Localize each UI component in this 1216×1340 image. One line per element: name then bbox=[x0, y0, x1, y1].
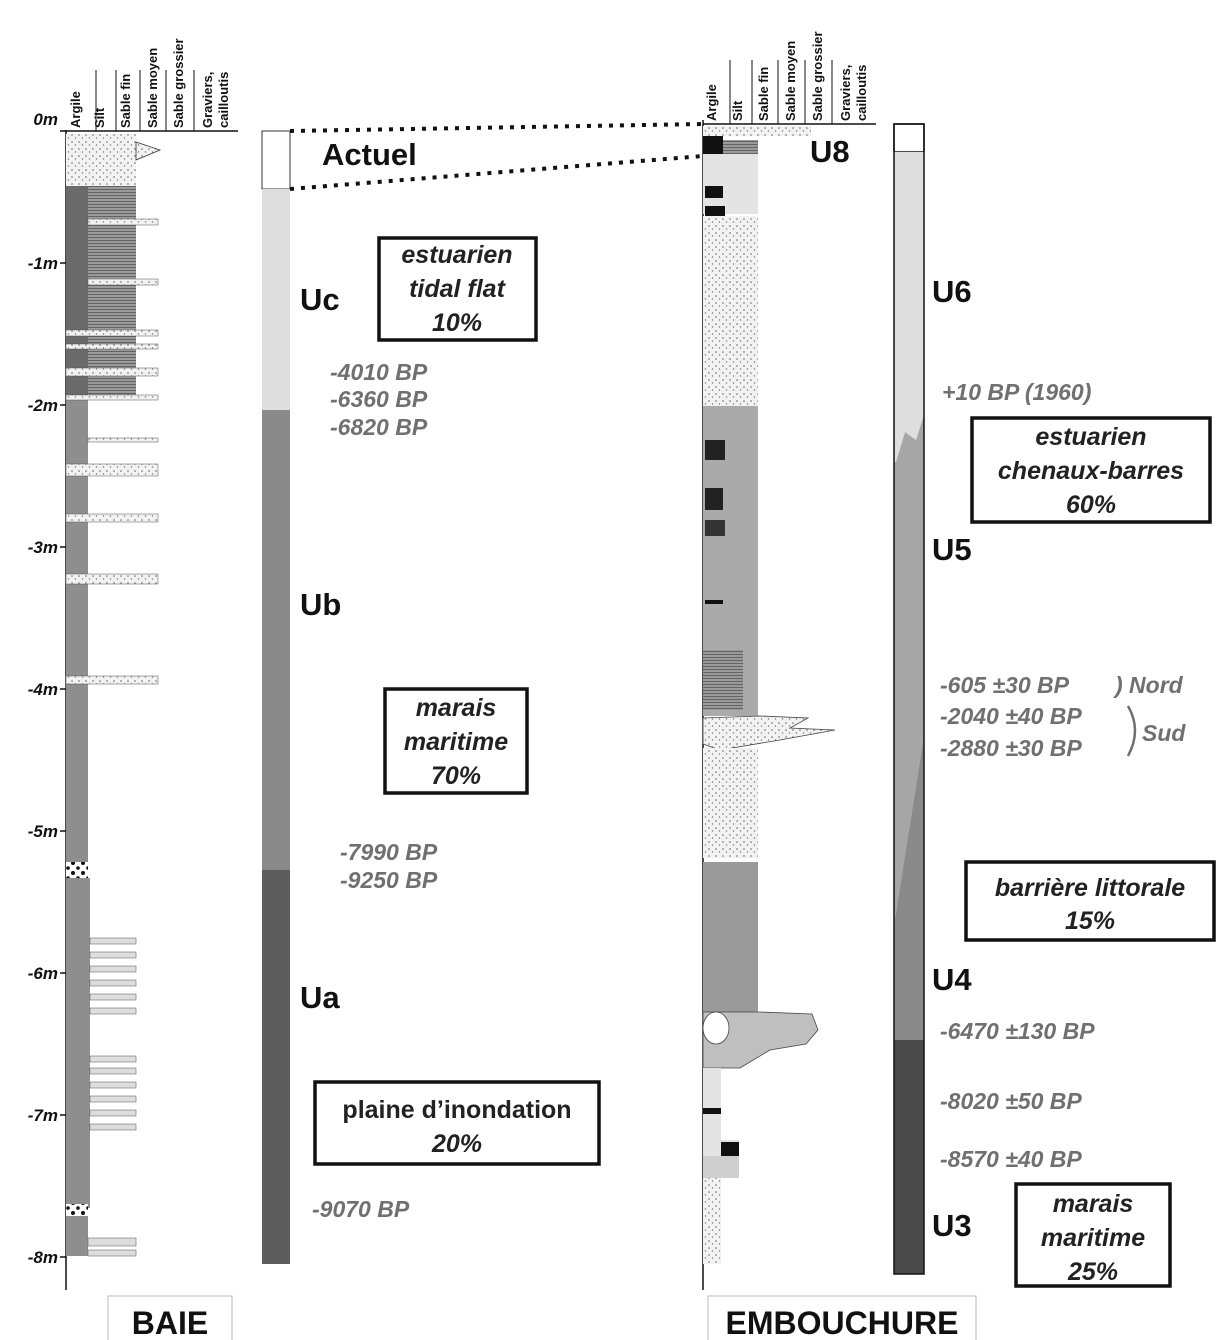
age-u5-3: -2880 ±30 BP bbox=[940, 735, 1082, 761]
env-box-marais-maritime-embouchure: marais maritime 25% bbox=[1014, 1182, 1172, 1288]
embouchure-site-label: EMBOUCHURE bbox=[707, 1295, 977, 1340]
depth-label-4: -4m bbox=[28, 680, 58, 699]
baie-grain-size-header: Argile Silt Sable fin Sable moyen Sable … bbox=[68, 38, 231, 131]
embouchure-unit-column bbox=[893, 123, 925, 1275]
gs-cailloutis-e: cailloutis bbox=[854, 65, 869, 121]
age-u5-1: -605 ±30 BP bbox=[940, 672, 1070, 698]
depth-label-0: 0m bbox=[33, 110, 58, 129]
age-u3-3: -8570 ±40 BP bbox=[940, 1146, 1082, 1172]
unit-label-ua: Ua bbox=[300, 980, 340, 1015]
bracket-sud: Sud bbox=[1142, 720, 1186, 746]
baie-depth-axis: 0m -1m -2m -3m -4m -5m -6m -7m -8m bbox=[28, 110, 238, 1290]
svg-text:estuarien: estuarien bbox=[401, 241, 512, 269]
svg-text:70%: 70% bbox=[431, 762, 481, 790]
depth-label-8: -8m bbox=[28, 1248, 58, 1267]
gs-argile: Argile bbox=[68, 91, 83, 128]
age-u3-2: -8020 ±50 BP bbox=[940, 1088, 1082, 1114]
age-uc-2: -6360 BP bbox=[330, 386, 428, 412]
svg-text:estuarien: estuarien bbox=[1035, 423, 1146, 451]
svg-text:20%: 20% bbox=[431, 1130, 482, 1158]
svg-text:barrière littorale: barrière littorale bbox=[995, 874, 1185, 902]
svg-text:maritime: maritime bbox=[404, 728, 508, 756]
env-box-estuarien-tidal-flat: estuarien tidal flat 10% bbox=[377, 236, 538, 342]
gs-sable-moyen-e: Sable moyen bbox=[783, 41, 798, 121]
bracket-sud-brace bbox=[1126, 705, 1137, 757]
svg-text:chenaux-barres: chenaux-barres bbox=[998, 457, 1184, 485]
depth-label-2: -2m bbox=[28, 396, 58, 415]
age-ub-2: -9250 BP bbox=[340, 867, 438, 893]
svg-text:15%: 15% bbox=[1065, 907, 1115, 935]
age-u5-2: -2040 ±40 BP bbox=[940, 703, 1082, 729]
unit-label-u8: U8 bbox=[810, 134, 850, 169]
gs-graviers: Graviers, bbox=[200, 72, 215, 128]
age-uc-3: -6820 BP bbox=[330, 414, 428, 440]
gs-silt: Silt bbox=[92, 107, 107, 128]
age-ub-1: -7990 BP bbox=[340, 839, 438, 865]
env-box-barriere-littorale: barrière littorale 15% bbox=[964, 860, 1216, 942]
actuel-label: Actuel bbox=[322, 137, 417, 172]
depth-label-5: -5m bbox=[28, 822, 58, 841]
unit-label-u5: U5 bbox=[932, 532, 972, 567]
svg-text:tidal flat: tidal flat bbox=[409, 275, 507, 303]
env-box-estuarien-chenaux-barres: estuarien chenaux-barres 60% bbox=[970, 416, 1212, 524]
age-u3-1: -6470 ±130 BP bbox=[940, 1018, 1095, 1044]
age-ua-1: -9070 BP bbox=[312, 1196, 410, 1222]
baie-site-label: BAIE bbox=[107, 1295, 233, 1340]
depth-label-6: -6m bbox=[28, 964, 58, 983]
age-uc-1: -4010 BP bbox=[330, 359, 428, 385]
gs-graviers-e: Graviers, bbox=[838, 65, 853, 121]
depth-label-1: -1m bbox=[28, 254, 58, 273]
baie-lithology-log bbox=[65, 134, 162, 1257]
bracket-nord: ) Nord bbox=[1112, 672, 1184, 698]
age-u6: +10 BP (1960) bbox=[942, 379, 1091, 405]
svg-text:marais: marais bbox=[1053, 1190, 1134, 1218]
embouchure-grain-size-header: Argile Silt Sable fin Sable moyen Sable … bbox=[704, 31, 869, 124]
unit-label-uc: Uc bbox=[300, 282, 340, 317]
depth-label-7: -7m bbox=[28, 1106, 58, 1125]
depth-label-3: -3m bbox=[28, 538, 58, 557]
unit-label-u4: U4 bbox=[932, 962, 972, 997]
gs-sable-fin-e: Sable fin bbox=[756, 67, 771, 121]
unit-label-ub: Ub bbox=[300, 587, 341, 622]
env-box-marais-maritime-baie: marais maritime 70% bbox=[383, 687, 529, 795]
svg-text:plaine d’inondation: plaine d’inondation bbox=[342, 1096, 571, 1124]
svg-text:marais: marais bbox=[416, 694, 497, 722]
baie-unit-column bbox=[261, 130, 291, 1264]
svg-text:EMBOUCHURE: EMBOUCHURE bbox=[726, 1305, 959, 1340]
gs-sable-moyen: Sable moyen bbox=[145, 48, 160, 128]
unit-label-u6: U6 bbox=[932, 274, 972, 309]
svg-text:BAIE: BAIE bbox=[132, 1305, 208, 1340]
svg-text:25%: 25% bbox=[1067, 1258, 1118, 1286]
svg-text:maritime: maritime bbox=[1041, 1224, 1145, 1252]
gs-argile-e: Argile bbox=[704, 84, 719, 121]
gs-sable-grossier: Sable grossier bbox=[171, 38, 186, 128]
gs-cailloutis: cailloutis bbox=[216, 72, 231, 128]
embouchure-lithology-log bbox=[702, 126, 836, 1264]
svg-text:60%: 60% bbox=[1066, 491, 1116, 519]
env-box-plaine-inondation: plaine d’inondation 20% bbox=[313, 1080, 601, 1166]
correlation-lines bbox=[289, 122, 704, 191]
gs-sable-fin: Sable fin bbox=[118, 74, 133, 128]
gs-sable-grossier-e: Sable grossier bbox=[810, 31, 825, 121]
unit-label-u3: U3 bbox=[932, 1208, 972, 1243]
svg-text:10%: 10% bbox=[432, 309, 482, 337]
gs-silt-e: Silt bbox=[730, 100, 745, 121]
